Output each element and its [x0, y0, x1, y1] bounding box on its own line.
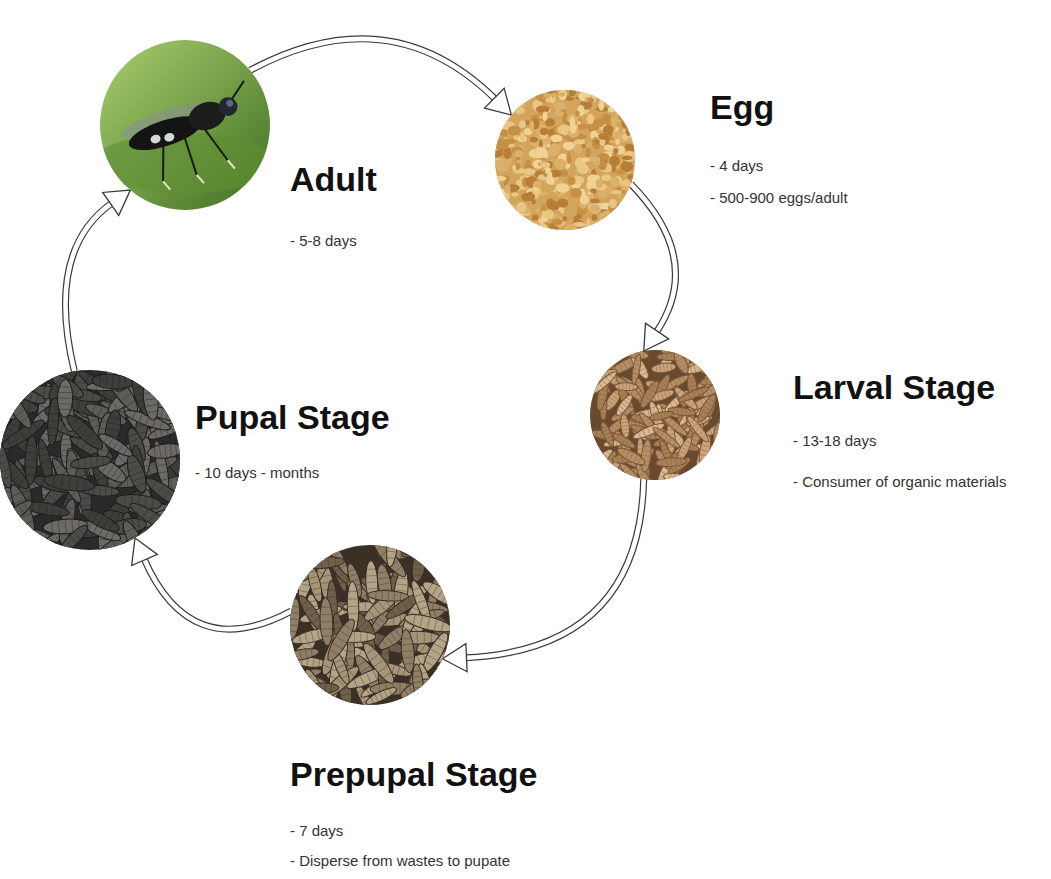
stage-note: - 7 days: [290, 822, 343, 840]
arrow-head: [644, 323, 669, 351]
arrow-head: [103, 190, 131, 215]
stage-note: - 13-18 days: [793, 432, 876, 450]
life-stage-node: Larval Stage- 13-18 days- Consumer of or…: [590, 350, 720, 480]
stage-note: - 5-8 days: [290, 232, 357, 250]
life-stage-node: Prepupal Stage- 7 days- Disperse from wa…: [290, 545, 450, 705]
cycle-arrow: [132, 538, 292, 629]
stage-note: - Disperse from wastes to pupate: [290, 852, 510, 870]
arrow-outline: [464, 479, 643, 658]
stage-title: Egg: [710, 88, 774, 127]
arrow-head: [484, 88, 511, 115]
cycle-arrow: [631, 184, 676, 351]
arrow-fill: [65, 203, 112, 372]
arrow-fill: [144, 558, 291, 629]
cycle-arrow: [443, 479, 644, 672]
arrow-outline: [631, 184, 676, 333]
stage-note: - 4 days: [710, 157, 763, 175]
life-stage-node: Adult- 5-8 days: [100, 40, 270, 210]
stage-title: Pupal Stage: [195, 398, 390, 437]
arrow-outline: [65, 203, 112, 372]
stage-title: Adult: [290, 160, 377, 199]
stage-photo: [495, 90, 635, 230]
arrow-fill: [250, 39, 496, 100]
arrow-head: [132, 538, 158, 566]
stage-note: - 10 days - months: [195, 464, 319, 482]
cycle-arrow: [65, 190, 130, 371]
stage-title: Larval Stage: [793, 368, 995, 407]
life-stage-node: Egg- 4 days- 500-900 eggs/adult: [495, 90, 635, 230]
stage-note: - 500-900 eggs/adult: [710, 189, 848, 207]
life-stage-node: Pupal Stage- 10 days - months: [0, 370, 180, 550]
cycle-arrow: [250, 39, 511, 115]
arrow-outline: [250, 39, 496, 100]
stage-photo: [290, 545, 450, 705]
arrow-fill: [464, 479, 643, 658]
arrow-fill: [631, 184, 676, 333]
arrow-outline: [144, 558, 291, 629]
stage-photo: [590, 350, 720, 480]
stage-photo: [0, 370, 180, 550]
stage-title: Prepupal Stage: [290, 755, 538, 794]
stage-note: - Consumer of organic materials: [793, 473, 1006, 491]
stage-photo: [100, 40, 270, 210]
